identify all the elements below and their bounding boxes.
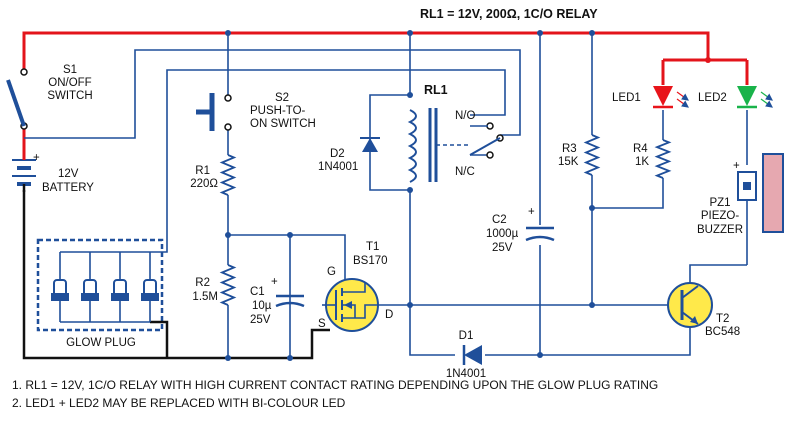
- blue-wiring: [24, 33, 748, 358]
- glow-plug-label: GLOW PLUG: [66, 337, 136, 349]
- battery-polarity: +: [33, 152, 40, 164]
- c1-ref: C1: [250, 286, 265, 298]
- s2-switch-symbol: [196, 93, 232, 131]
- note-1: 1. RL1 = 12V, 1C/O RELAY WITH HIGH CURRE…: [12, 378, 659, 392]
- r4-resistor: [654, 139, 672, 179]
- c2-value2: 25V: [492, 242, 513, 254]
- t2-part: BC548: [705, 326, 741, 338]
- t1-part: BS170: [353, 255, 388, 267]
- battery-voltage: 12V: [58, 168, 79, 180]
- r3-resistor: [583, 134, 601, 176]
- r1-resistor: [219, 154, 237, 196]
- r4-ref: R4: [633, 143, 648, 155]
- c2-value1: 1000µ: [486, 228, 519, 240]
- s1-desc1: ON/OFF: [48, 77, 92, 89]
- t1-mosfet-symbol: [322, 278, 379, 332]
- t2-transistor-symbol: [667, 282, 713, 328]
- led2-ref: LED2: [698, 92, 727, 104]
- d2-ref: D2: [330, 148, 345, 160]
- r2-resistor: [219, 264, 237, 306]
- c2-ref: C2: [492, 214, 507, 226]
- c2-polarity: +: [528, 206, 535, 218]
- pz1-desc2: BUZZER: [697, 224, 743, 236]
- t1-pin-g: G: [327, 266, 336, 278]
- r2-value: 1.5M: [192, 291, 218, 303]
- glow-plug-element-4: [141, 252, 159, 322]
- pz1-polarity: +: [733, 160, 740, 172]
- d2-part: 1N4001: [318, 161, 359, 173]
- pz1-desc1: PIEZO-: [700, 210, 740, 222]
- glow-plug-element-2: [81, 252, 99, 322]
- c2-capacitor-symbol: [525, 226, 555, 242]
- relay-contacts-symbol: [469, 122, 504, 159]
- buzzer-symbol: [737, 153, 784, 233]
- battery-label: BATTERY: [42, 182, 94, 194]
- r2-ref: R2: [195, 277, 210, 289]
- pz1-ref: PZ1: [709, 197, 731, 209]
- t1-ref: T1: [366, 241, 380, 253]
- t1-pin-d: D: [385, 309, 394, 321]
- r3-value: 15K: [558, 156, 579, 168]
- junction-dots: [225, 30, 711, 361]
- glow-plug-element-1: [51, 252, 69, 322]
- s1-switch-symbol: [6, 68, 28, 130]
- led1-symbol: [653, 86, 689, 109]
- ground-wire: [22, 190, 330, 360]
- t2-ref: T2: [716, 313, 730, 325]
- c1-polarity: +: [271, 276, 278, 288]
- glow-plug-elements: [51, 252, 159, 322]
- rl1-nc: N/C: [455, 166, 475, 178]
- r1-value: 220Ω: [190, 178, 218, 190]
- d2-diode-symbol: [360, 137, 380, 152]
- d1-ref: D1: [458, 330, 474, 342]
- t1-pin-s: S: [318, 318, 326, 330]
- c1-value2: 25V: [250, 314, 271, 326]
- d1-part: 1N4001: [445, 368, 487, 380]
- s2-desc2: ON SWITCH: [250, 118, 316, 130]
- led2-symbol: [737, 86, 773, 109]
- r1-ref: R1: [195, 165, 210, 177]
- s1-desc2: SWITCH: [47, 90, 93, 102]
- d1-diode-symbol: [462, 345, 482, 365]
- r3-ref: R3: [562, 143, 577, 155]
- note-2: 2. LED1 + LED2 MAY BE REPLACED WITH BI-C…: [12, 396, 346, 410]
- rl1-ref: RL1: [424, 83, 448, 97]
- led1-ref: LED1: [612, 92, 641, 104]
- battery-symbol: [12, 158, 36, 192]
- s1-ref: S1: [62, 64, 78, 76]
- r4-value: 1K: [635, 156, 650, 168]
- relay-coil-symbol: [407, 108, 470, 183]
- relay-spec-title: RL1 = 12V, 200Ω, 1C/O RELAY: [420, 7, 598, 21]
- s2-desc1: PUSH-TO-: [250, 105, 306, 117]
- s2-ref: S2: [275, 92, 290, 104]
- glow-plug-assembly: [36, 238, 169, 358]
- c1-value1: 10µ: [252, 300, 272, 312]
- c1-capacitor-symbol: [275, 294, 305, 308]
- glow-plug-element-3: [111, 252, 129, 322]
- rl1-no: N/O: [455, 110, 476, 122]
- resistor-symbols: [219, 134, 672, 306]
